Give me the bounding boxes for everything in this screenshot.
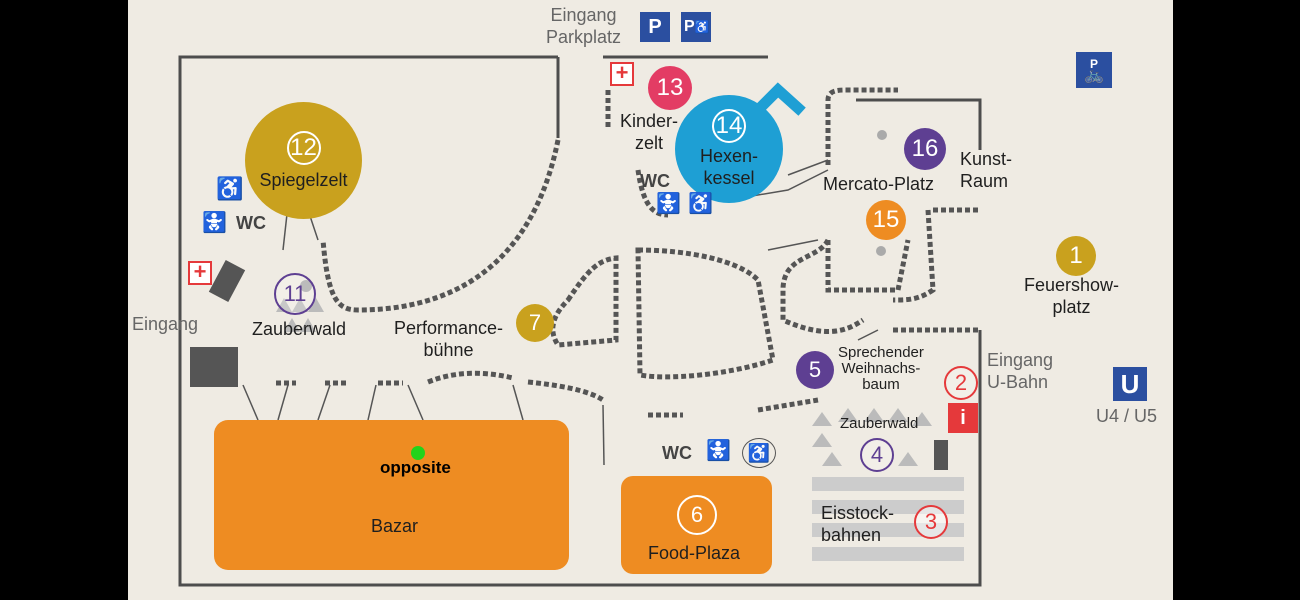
baby-change-icon: 🚼 (656, 193, 681, 215)
location-4-marker[interactable]: 4 (860, 438, 894, 472)
location-7-marker[interactable]: 7 (516, 304, 554, 342)
info-sign: i (948, 403, 978, 433)
first-aid-icon: + (610, 62, 634, 86)
ubahn-sign: U (1113, 367, 1147, 401)
location-13-name: Kinder-zelt (620, 111, 679, 153)
bicycle-icon: 🚲 (1084, 67, 1104, 84)
stall-row (757, 397, 819, 413)
bazar-label: Bazar (371, 516, 419, 536)
location-number: 14 (712, 109, 746, 143)
location-number: 1 (1069, 242, 1083, 269)
location-4-name: Zauberwald (840, 415, 919, 432)
parking-disabled-sign: P♿ (681, 12, 711, 42)
boundary-south (178, 330, 982, 587)
boundary-north-west (178, 55, 558, 337)
location-number: 12 (286, 130, 321, 165)
stall-row (635, 169, 669, 218)
location-11-number[interactable]: 11 (274, 273, 316, 315)
stall-row (527, 379, 605, 403)
location-16-name: Kunst-Raum (960, 149, 1013, 191)
ice-lane (812, 547, 964, 561)
location-marker-dot[interactable] (411, 446, 425, 460)
stall-block (208, 259, 246, 303)
location-3-name: Eisstock-bahnen (821, 503, 895, 545)
parking-sign: P (640, 12, 670, 42)
location-number: 16 (911, 135, 939, 162)
location-6-number: 6 (677, 495, 717, 535)
location-2-marker[interactable]: 2 (944, 366, 978, 400)
location-number: 13 (656, 74, 684, 101)
wheelchair-icon: ♿ (694, 20, 710, 34)
location-3-marker[interactable]: 3 (914, 505, 948, 539)
location-11-name: Zauberwald (252, 319, 347, 339)
stall-row (892, 209, 936, 303)
location-number: 5 (808, 357, 822, 382)
toilet-label: WC (236, 213, 266, 233)
location-14-hexenkessel[interactable]: 14 Hexen-kessel (675, 95, 783, 203)
hexenkessel-chimney (750, 82, 806, 118)
toilet-label: WC (662, 443, 692, 463)
stall-row (825, 87, 898, 165)
stall-row (635, 247, 776, 380)
marker-label: opposite (380, 458, 451, 477)
wheelchair-icon: ♿ (688, 193, 713, 215)
boundary-east (856, 98, 982, 150)
map-paths (178, 55, 982, 587)
bike-parking-sign: P🚲 (1076, 52, 1112, 88)
stall-block (934, 440, 948, 470)
baby-change-icon: 🚼 (706, 440, 731, 462)
location-5-marker[interactable]: 5 (796, 351, 834, 389)
baby-change-icon: 🚼 (202, 212, 227, 234)
location-1-name: Feuershow-platz (1024, 275, 1120, 317)
location-7-name: Performance-bühne (394, 318, 504, 360)
stall-row (320, 139, 561, 313)
location-15-marker[interactable]: 15 (866, 200, 906, 240)
wheelchair-icon: ♿ (742, 438, 776, 468)
entrance-west-label: Eingang (132, 314, 199, 334)
location-number: 7 (528, 310, 542, 335)
location-13-marker[interactable]: 13 (648, 66, 692, 110)
toilet-label: WC (640, 171, 670, 191)
ice-lane (812, 477, 964, 491)
wheelchair-icon: ♿ (216, 176, 244, 201)
mercato-platz-label: Mercato-Platz (823, 174, 935, 194)
bazar-area[interactable] (214, 420, 569, 570)
first-aid-icon: + (188, 261, 212, 285)
location-12-spiegelzelt[interactable]: 12 Spiegelzelt (245, 102, 362, 219)
stall-row (825, 239, 911, 293)
location-1-marker[interactable]: 1 (1056, 236, 1096, 276)
location-6-name: Food-Plaza (648, 543, 741, 563)
stall-row (550, 255, 619, 348)
location-name: Spiegelzelt (259, 169, 348, 190)
location-number: 15 (872, 206, 900, 233)
stall-block (190, 347, 238, 387)
stall-row (780, 238, 865, 335)
location-name: Hexen-kessel (699, 146, 759, 188)
stall-row (427, 370, 514, 385)
ubahn-lines-label: U4 / U5 (1096, 406, 1158, 426)
location-16-marker[interactable]: 16 (904, 128, 946, 170)
